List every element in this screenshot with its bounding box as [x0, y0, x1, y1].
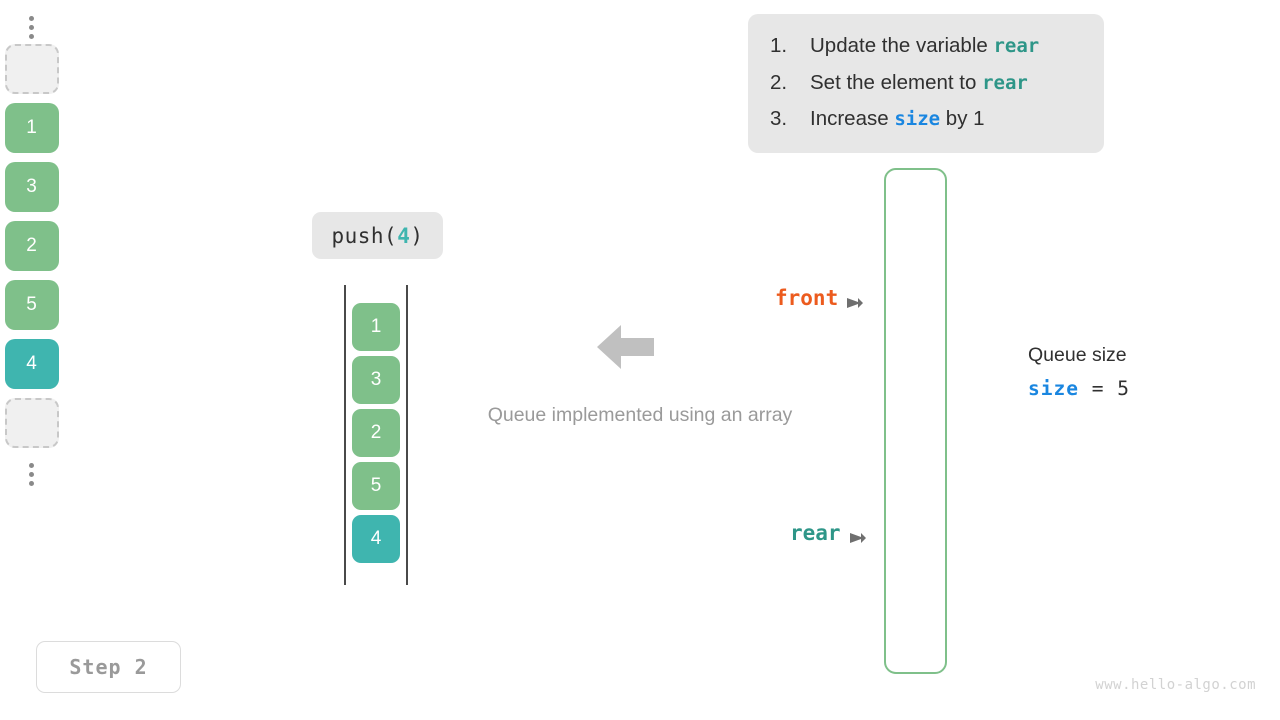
- pointer-rear: rear: [790, 521, 866, 545]
- pointer-arrow-icon: [849, 526, 866, 543]
- array-bracket-right: [406, 285, 408, 585]
- ellipsis-bottom-icon: [29, 457, 35, 491]
- queue-cell: 2: [352, 409, 400, 457]
- pointer-front: front: [775, 286, 864, 310]
- size-value: 5: [1117, 377, 1130, 400]
- instruction-text: Increase: [810, 107, 895, 130]
- instruction-number: 1.: [770, 34, 788, 57]
- instruction-number: 3.: [770, 107, 788, 130]
- operation-label: push(4): [312, 212, 443, 259]
- memory-slot-empty: [4, 44, 59, 94]
- instruction-keyword-rear: rear: [993, 35, 1040, 57]
- ellipsis-top-icon: [29, 10, 35, 44]
- operation-argument: 4: [397, 223, 411, 248]
- pointer-front-label: front: [775, 286, 839, 310]
- instruction-text-suffix: by 1: [940, 107, 985, 130]
- instruction-item: 3. Increase size by 1: [770, 107, 1082, 144]
- memory-array-container: [884, 168, 947, 674]
- pointer-rear-label: rear: [790, 521, 841, 545]
- left-arrow-icon: [597, 322, 654, 372]
- size-operator: =: [1078, 377, 1118, 400]
- queue-cell: 3: [352, 356, 400, 404]
- queue-size-expression: size = 5: [1028, 377, 1130, 400]
- queue-size-readout: Queue size size = 5: [1028, 344, 1130, 400]
- instruction-item: 1. Update the variable rear: [770, 34, 1082, 71]
- step-badge: Step 2: [36, 641, 181, 693]
- diagram-caption: Queue implemented using an array: [487, 404, 793, 426]
- conceptual-queue-array: 1 3 2 5 4: [344, 285, 410, 585]
- instruction-keyword-rear: rear: [982, 71, 1028, 94]
- size-variable-name: size: [1028, 377, 1079, 400]
- instruction-text: Update the variable: [810, 34, 994, 57]
- queue-size-title: Queue size: [1028, 344, 1127, 366]
- memory-slot-new: 4: [4, 339, 59, 389]
- memory-slot: 2: [4, 221, 59, 271]
- pointer-arrow-icon: [847, 291, 864, 308]
- queue-cell-new: 4: [352, 515, 400, 563]
- instruction-text: Set the element to: [810, 70, 983, 94]
- conceptual-cell-list: 1 3 2 5 4: [352, 303, 400, 563]
- memory-slot: 1: [4, 103, 59, 153]
- memory-slot-empty: [4, 398, 59, 448]
- memory-slot-list: 1 3 2 5 4: [0, 0, 63, 506]
- operation-name: push(: [331, 223, 398, 248]
- instruction-number: 2.: [770, 70, 788, 94]
- array-bracket-left: [344, 285, 346, 585]
- memory-slot: 3: [4, 162, 59, 212]
- watermark: www.hello-algo.com: [1095, 677, 1256, 693]
- queue-cell: 1: [352, 303, 400, 351]
- instruction-item: 2. Set the element to rear: [770, 71, 1082, 108]
- operation-close-paren: ): [410, 223, 424, 248]
- memory-slot: 5: [4, 280, 59, 330]
- queue-cell: 5: [352, 462, 400, 510]
- instruction-panel: 1. Update the variable rear 2. Set the e…: [748, 14, 1104, 153]
- instruction-keyword-size: size: [894, 108, 941, 130]
